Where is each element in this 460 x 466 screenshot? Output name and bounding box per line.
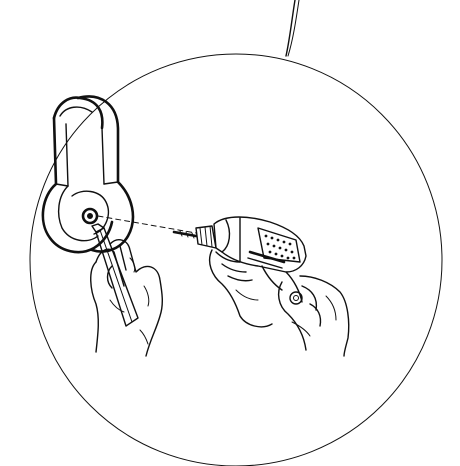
wall-mount-bracket-icon bbox=[43, 96, 133, 252]
power-drill-icon bbox=[174, 217, 306, 304]
hand-holding-drill-icon bbox=[210, 250, 349, 356]
magnifier-circle-icon bbox=[30, 0, 442, 466]
